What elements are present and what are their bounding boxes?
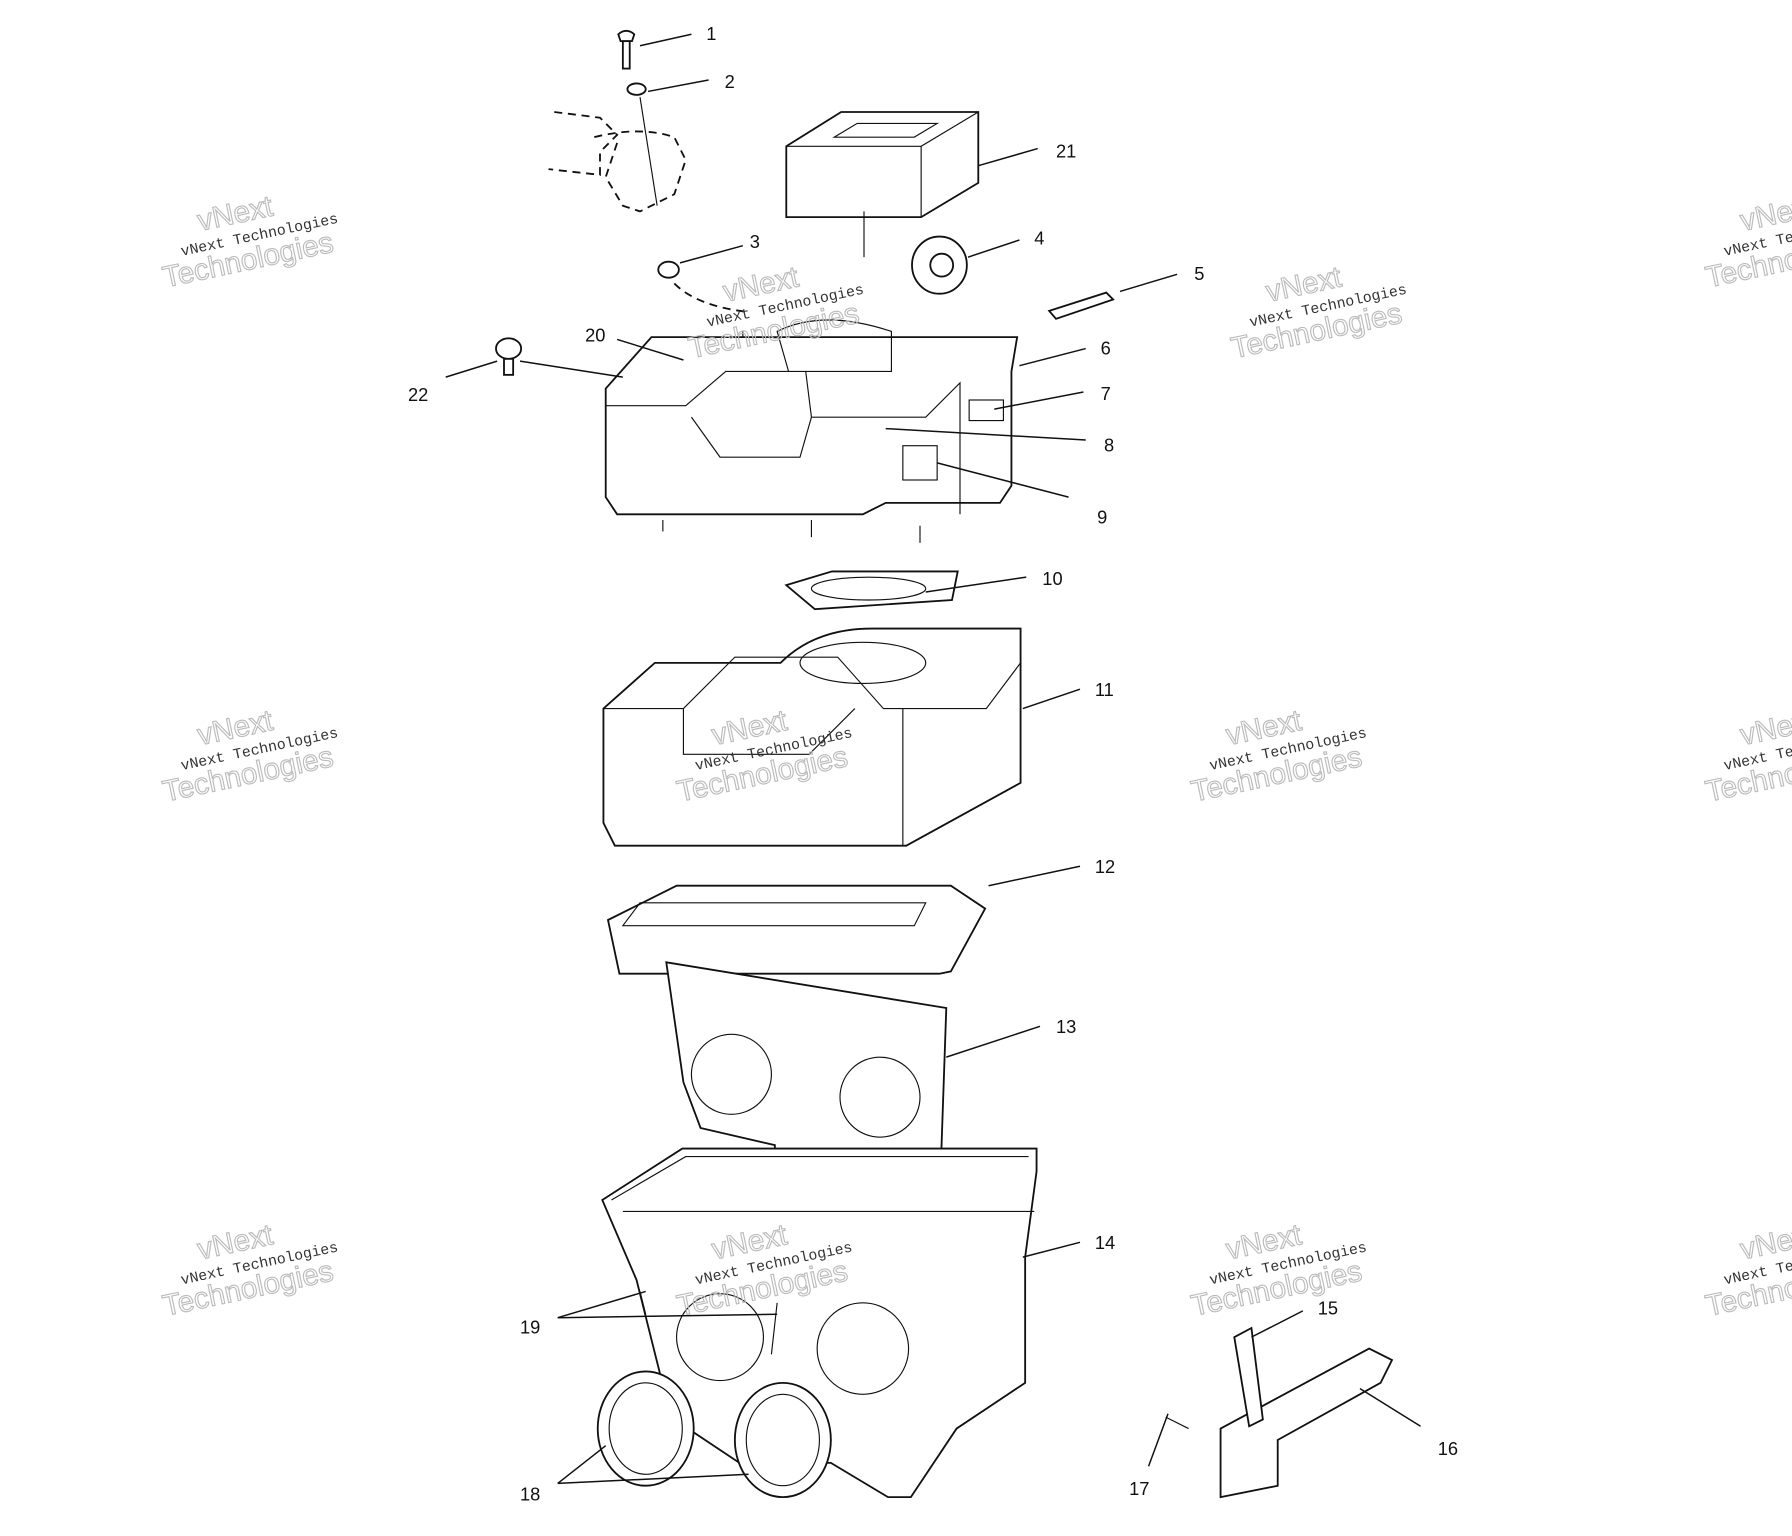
callout-6: 6 bbox=[1101, 337, 1111, 358]
callout-14: 14 bbox=[1095, 1232, 1115, 1253]
callout-13: 13 bbox=[1056, 1016, 1076, 1037]
callout-7: 7 bbox=[1101, 383, 1111, 404]
callout-3: 3 bbox=[750, 231, 760, 252]
callout-10: 10 bbox=[1042, 568, 1062, 589]
callout-22: 22 bbox=[408, 384, 428, 405]
callout-18: 18 bbox=[520, 1484, 540, 1505]
part-gasket bbox=[784, 570, 959, 611]
callout-16: 16 bbox=[1438, 1438, 1458, 1459]
part-filter-plate bbox=[606, 884, 987, 975]
callouts: 1 2 3 4 5 6 7 8 9 10 11 12 13 14 15 16 1… bbox=[408, 23, 1458, 1505]
callout-1: 1 bbox=[706, 23, 716, 44]
part-intake-boots bbox=[596, 1370, 832, 1499]
callout-20: 20 bbox=[585, 325, 605, 346]
part-filter-housing bbox=[602, 627, 1022, 847]
callout-5: 5 bbox=[1194, 263, 1204, 284]
callout-12: 12 bbox=[1095, 856, 1115, 877]
callout-21: 21 bbox=[1056, 141, 1076, 162]
part-knob bbox=[495, 337, 523, 376]
part-mount-bracket bbox=[1165, 1326, 1394, 1499]
callout-4: 4 bbox=[1034, 228, 1044, 249]
callout-19: 19 bbox=[520, 1317, 540, 1338]
part-airbox-cover bbox=[604, 319, 1019, 543]
callout-2: 2 bbox=[725, 71, 735, 92]
part-screw bbox=[617, 29, 658, 206]
svg-text:vNext: vNext bbox=[1737, 1218, 1792, 1266]
callout-11: 11 bbox=[1095, 679, 1114, 700]
part-foam-pad bbox=[785, 111, 980, 258]
callout-15: 15 bbox=[1318, 1297, 1338, 1318]
part-grommet bbox=[911, 235, 968, 295]
callout-17: 17 bbox=[1129, 1478, 1149, 1499]
svg-text:vNext: vNext bbox=[1737, 190, 1792, 238]
part-strap bbox=[1047, 291, 1115, 320]
callout-9: 9 bbox=[1097, 506, 1107, 527]
svg-text:vNext: vNext bbox=[1737, 704, 1792, 752]
callout-8: 8 bbox=[1104, 434, 1114, 455]
part-bracket-dashed bbox=[548, 111, 687, 213]
